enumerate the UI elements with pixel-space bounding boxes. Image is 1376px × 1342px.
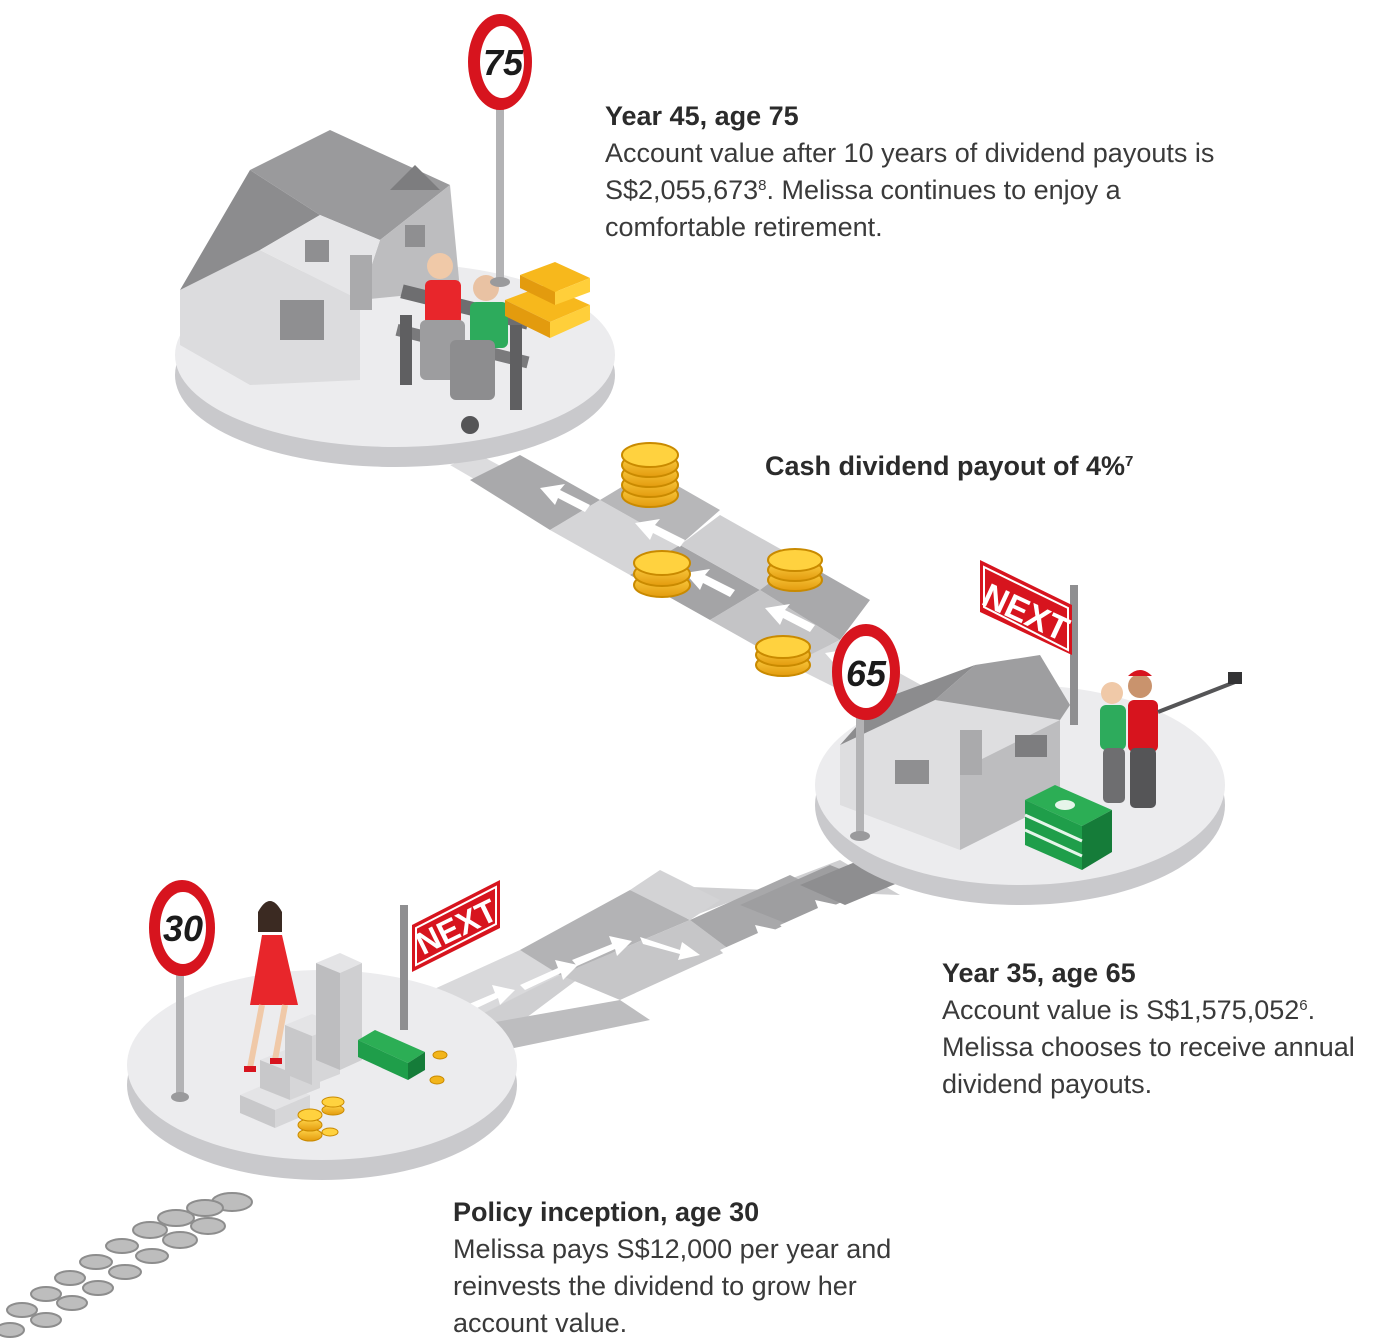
milestone-age-75-text: Account value after 10 years of dividend… bbox=[605, 135, 1245, 246]
gold-bars bbox=[505, 262, 590, 338]
elderly-couple-on-bench bbox=[395, 253, 530, 434]
coin-stack-3 bbox=[767, 548, 823, 592]
platform-age-75: 75 bbox=[175, 14, 615, 467]
milestone-age-30-text: Melissa pays S$12,000 per year and reinv… bbox=[453, 1234, 892, 1338]
platform-age-30: NEXT 30 bbox=[127, 880, 517, 1180]
milestone-age-30-heading: Policy inception, age 30 bbox=[453, 1197, 760, 1227]
coin-stacks bbox=[621, 442, 823, 677]
house-small bbox=[840, 655, 1070, 850]
milestone-age-65-text-after: . Melissa chooses to receive annual divi… bbox=[942, 995, 1355, 1099]
milestone-age-75-text-after: . Melissa continues to enjoy a comfortab… bbox=[605, 175, 1121, 242]
couple-taking-selfie bbox=[1100, 670, 1242, 808]
footnote-6: 6 bbox=[1299, 997, 1308, 1014]
cash-stacks bbox=[1024, 785, 1112, 870]
milestone-age-75-text-before: Account value after 10 years of dividend… bbox=[605, 138, 1215, 205]
milestone-age-65-text-before: Account value is S$1,575,052 bbox=[942, 995, 1300, 1025]
coin-stack-1 bbox=[621, 442, 679, 508]
stepping-stones bbox=[0, 1192, 253, 1338]
cash-and-coins-small bbox=[297, 1030, 448, 1142]
milestone-age-65: Year 35, age 65 Account value is S$1,575… bbox=[942, 955, 1372, 1103]
speed-sign-75: 75 bbox=[468, 14, 532, 287]
speed-sign-30-label: 30 bbox=[163, 908, 203, 949]
milestone-age-65-text: Account value is S$1,575,0526. Melissa c… bbox=[942, 992, 1372, 1103]
road-lower-arrows bbox=[455, 900, 838, 1016]
platform-age-65: NEXT 65 bbox=[815, 560, 1242, 905]
milestone-age-30: Policy inception, age 30 Melissa pays S$… bbox=[453, 1194, 903, 1342]
speed-sign-75-label: 75 bbox=[483, 42, 524, 83]
coin-stack-4 bbox=[755, 635, 811, 677]
speed-sign-30: 30 bbox=[149, 880, 215, 1102]
house-large bbox=[180, 130, 460, 385]
footnote-8: 8 bbox=[758, 177, 767, 194]
milestone-age-75-heading: Year 45, age 75 bbox=[605, 101, 799, 131]
footnote-7: 7 bbox=[1125, 453, 1134, 470]
milestone-age-75: Year 45, age 75 Account value after 10 y… bbox=[605, 98, 1245, 246]
dividend-payout-label: Cash dividend payout of 4%7 bbox=[765, 448, 1285, 485]
dividend-payout-text: Cash dividend payout of 4% bbox=[765, 451, 1126, 481]
coin-stack-2 bbox=[633, 550, 691, 598]
speed-sign-65: 65 bbox=[832, 624, 900, 841]
milestone-age-65-heading: Year 35, age 65 bbox=[942, 958, 1136, 988]
woman-red-dress bbox=[244, 901, 298, 1072]
step-blocks bbox=[240, 953, 362, 1128]
speed-sign-65-label: 65 bbox=[846, 653, 887, 694]
